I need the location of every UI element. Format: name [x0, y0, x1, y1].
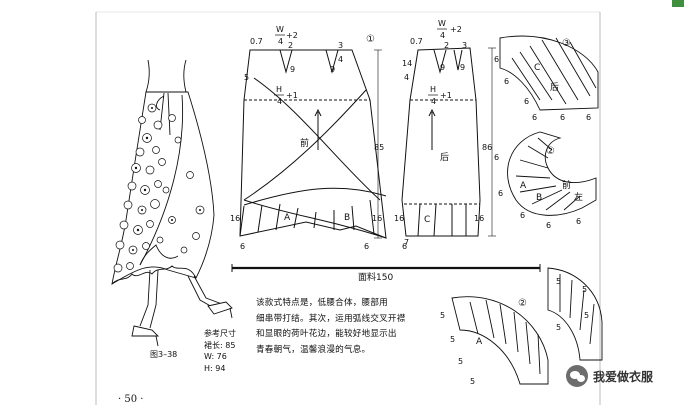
reference-line: 裙长: 85: [204, 340, 236, 350]
front-piece-name: 前: [300, 137, 309, 149]
ruffle-ab-num-0: 6: [494, 153, 499, 162]
back-bottom-left: 6: [402, 242, 407, 251]
back-dart-c: 9: [440, 63, 445, 72]
front-length: 85: [374, 143, 384, 152]
ruffle-ab-num-4: 6: [576, 217, 581, 226]
front-hem-left: 16: [230, 214, 240, 223]
back-side-a: 14: [402, 59, 412, 68]
back-hem-left: 16: [394, 214, 404, 223]
back-waist-den: 4: [440, 31, 445, 40]
back-dart-left: 0.7: [410, 37, 423, 46]
front-hip-add: +1: [286, 91, 298, 100]
back-pattern: [401, 47, 496, 237]
back-hem-right: 16: [474, 214, 484, 223]
ruffle-large: [451, 267, 603, 385]
ruffle-large-num-0: 5: [440, 311, 445, 320]
ruffle-c-name: 后: [550, 82, 559, 93]
front-piece-b: B: [344, 213, 350, 223]
ruffle-c: [499, 35, 599, 111]
ruffle-large-num-3: 5: [470, 377, 475, 386]
ruffle-large-num-6: 5: [584, 311, 589, 320]
front-hip-num: H: [276, 85, 282, 94]
ruffle-c-num-4: 6: [560, 113, 565, 122]
ruffle-ab-num-3: 6: [546, 221, 551, 230]
fabric-width-bar: [231, 264, 541, 272]
front-dart-b: 3: [338, 41, 343, 50]
back-piece-c: C: [424, 215, 430, 225]
ruffle-large-letter: A: [476, 337, 483, 347]
reference-line: W: 76: [204, 352, 227, 361]
description-line: 和显眼的荷叶花边，能较好地显示出: [256, 329, 397, 339]
front-circle-mark: ①: [366, 34, 375, 45]
back-dart-b: 3: [462, 41, 467, 50]
ruffle-large-circle: ②: [518, 298, 527, 309]
front-waist-num: W: [276, 25, 284, 34]
ruffle-c-circle: ③: [562, 38, 571, 49]
back-hip-add: +1: [440, 91, 452, 100]
front-dart-a: 2: [288, 41, 293, 50]
page-number: · 50 ·: [118, 394, 144, 405]
front-dart-d: 9: [330, 65, 335, 74]
front-dart-c: 9: [290, 65, 295, 74]
back-dart-a: 2: [444, 41, 449, 50]
ruffle-ab-circle: ②: [546, 146, 555, 157]
ruffle-large-num-1: 5: [450, 335, 455, 344]
front-dart-e: 4: [338, 55, 343, 64]
watermark: 我爱做衣服: [566, 365, 653, 387]
style-description: 该款式特点是，低腰合体，腰部用 细串带打结。其次，运用弧线交叉开襟 和显眼的荷叶…: [256, 296, 448, 358]
ruffle-ab-num-2: 6: [520, 211, 525, 220]
figure-label: 图3–38: [150, 350, 178, 359]
front-hip-drop: 5: [244, 73, 249, 82]
back-hip-num: H: [430, 85, 436, 94]
ruffle-c-num-0: 6: [494, 55, 499, 64]
ruffle-ab-num-1: 6: [498, 189, 503, 198]
reference-heading: 参考尺寸: [204, 329, 236, 338]
description-line: 青春朝气，温馨浪漫的气息。: [256, 344, 371, 355]
ruffle-large-num-5: 5: [582, 285, 587, 294]
ruffle-ab-name-left: 左: [574, 191, 583, 203]
ruffle-c-num-2: 6: [524, 97, 529, 106]
reference-sizes: 参考尺寸 裙长: 85 W: 76 H: 94: [204, 328, 236, 374]
ruffle-c-num-5: 6: [586, 113, 591, 122]
ruffle-c-num-3: 6: [532, 113, 537, 122]
front-bottom-left: 6: [240, 242, 245, 251]
ruffle-c-num-1: 6: [504, 77, 509, 86]
description-line: 该款式特点是，低腰合体，腰部用: [256, 298, 388, 308]
front-hem-right: 16: [372, 214, 382, 223]
back-waist-num: W: [438, 19, 446, 28]
front-bottom-right: 6: [364, 242, 369, 251]
back-piece-name: 后: [440, 152, 449, 163]
front-dart-left: 0.7: [250, 37, 263, 46]
flower-centers: [132, 107, 201, 251]
back-waist-add: +2: [450, 25, 462, 34]
fabric-width-label: 面料150: [358, 271, 393, 283]
ruffle-ab-letter-a: A: [520, 181, 527, 191]
back-dart-d: 9: [460, 63, 465, 72]
back-length: 86: [482, 143, 492, 152]
front-waist-add: +2: [286, 31, 298, 40]
ruffle-c-letter: C: [534, 63, 540, 73]
watermark-text: 我爱做衣服: [593, 369, 654, 384]
ruffle-large-num-4: 5: [556, 277, 561, 286]
ruffle-ab-letter-b: B: [536, 193, 542, 203]
corner-tab: [672, 0, 684, 7]
back-bottom-right: 7: [404, 238, 409, 247]
ruffle-large-num-7: 5: [556, 323, 561, 332]
ruffle-ab: [507, 131, 597, 216]
reference-line: H: 94: [204, 363, 226, 373]
front-waist-den: 4: [278, 37, 283, 46]
flower-prints: [113, 103, 205, 273]
front-pattern: [239, 49, 387, 239]
ruffle-large-num-2: 5: [458, 357, 463, 366]
description-line: 细串带打结。其次，运用弧线交叉开襟: [256, 313, 406, 324]
back-side-b: 4: [404, 73, 409, 82]
front-hip-den: 4: [277, 97, 282, 106]
ruffle-ab-name-front: 前: [562, 179, 571, 191]
chat-bubble-icon: [566, 365, 588, 387]
skirt-illustration: [111, 59, 233, 347]
back-hip-den: 4: [431, 97, 436, 106]
front-piece-a: A: [284, 213, 291, 223]
